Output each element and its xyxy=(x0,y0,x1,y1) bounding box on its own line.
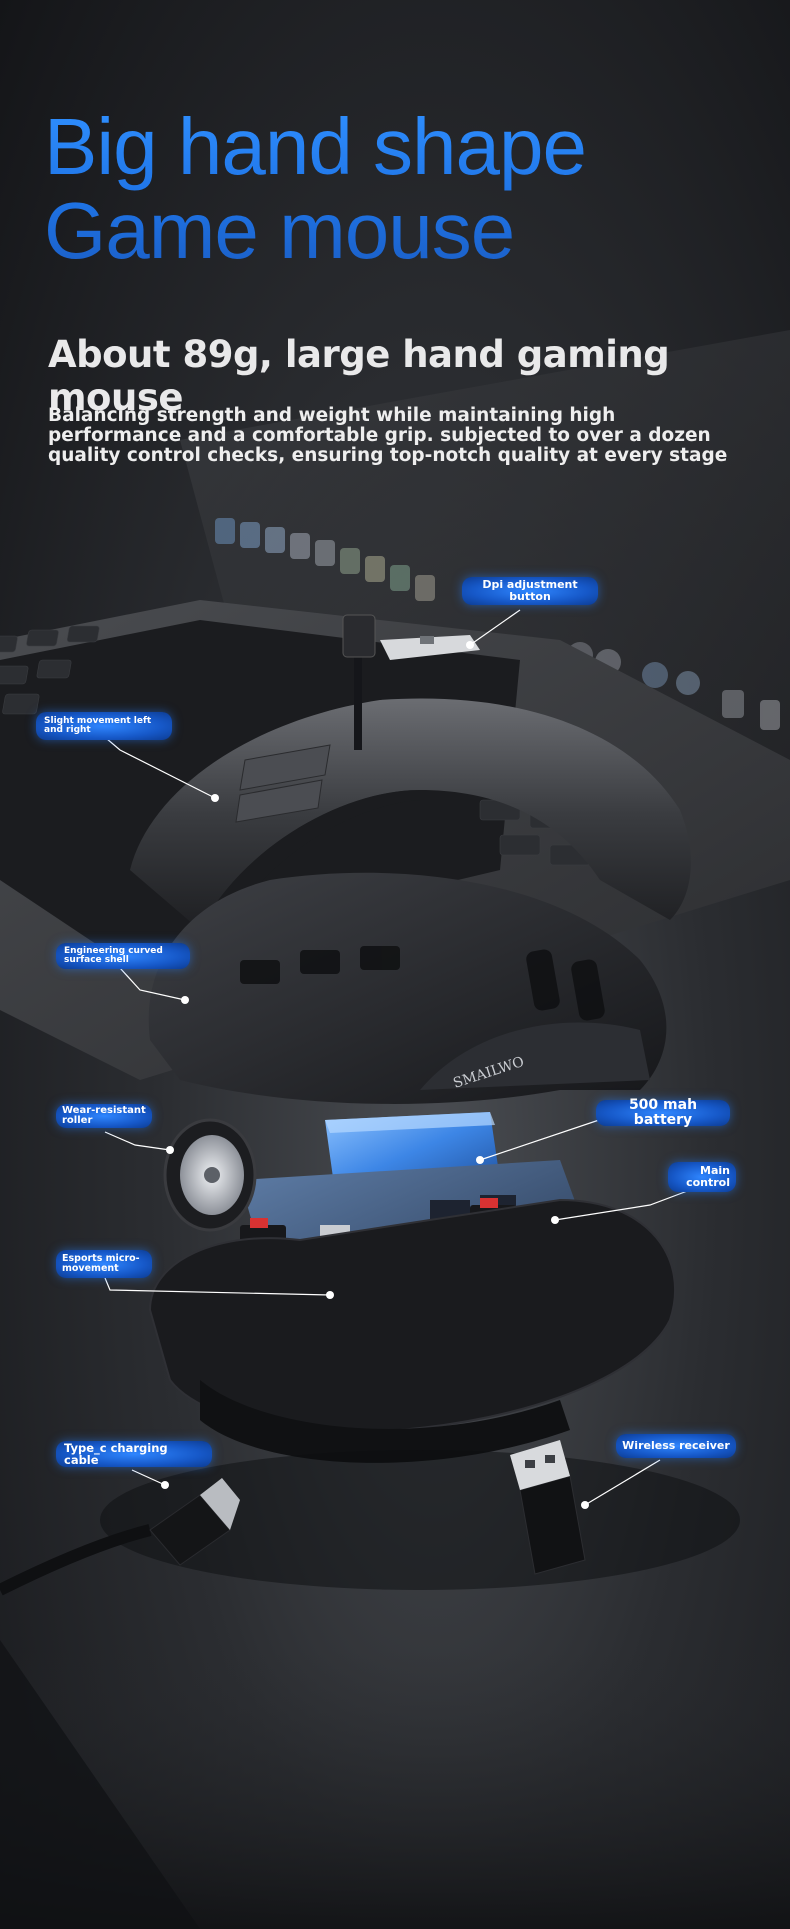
callout-main-control: Main control xyxy=(668,1162,736,1192)
dpi-button-part xyxy=(342,614,480,750)
subtitle: About 89g, large hand gaming mouse xyxy=(48,333,670,419)
callout-type-c-cable: Type_c charging cable xyxy=(56,1441,212,1467)
laptop-dock-icons xyxy=(215,518,780,730)
wireless-receiver xyxy=(510,1440,586,1575)
callout-slight-movement: Slight movement left and right xyxy=(36,712,172,740)
callout-wireless-receiver: Wireless receiver xyxy=(616,1434,736,1458)
mouse-bottom-case xyxy=(148,1198,676,1434)
callout-dpi-adjustment: Dpi adjustment button xyxy=(462,577,598,605)
callout-battery: 500 mah battery xyxy=(596,1098,730,1127)
headline-line-2: Game mouse xyxy=(44,186,515,275)
callout-roller: Wear-resistant roller xyxy=(56,1104,152,1128)
scroll-wheel xyxy=(163,1118,257,1232)
headline-line-1: Big hand shape xyxy=(44,102,587,191)
callout-lines xyxy=(99,609,691,1506)
type-c-cable xyxy=(0,1478,240,1596)
callout-curved-shell: Engineering curved surface shell xyxy=(56,943,190,969)
callout-esports-micro: Esports micro-movement xyxy=(56,1250,152,1278)
description: Balancing strength and weight while main… xyxy=(48,405,728,466)
headline: Big hand shape Game mouse xyxy=(44,105,764,273)
